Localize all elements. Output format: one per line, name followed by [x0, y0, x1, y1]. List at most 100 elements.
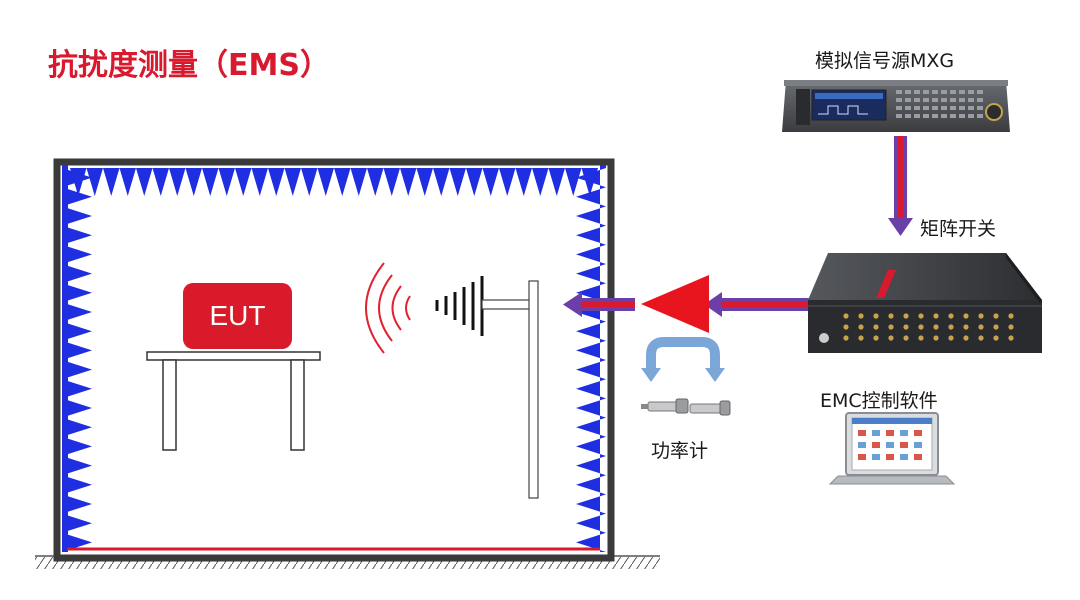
switch-port [918, 335, 924, 341]
switch-port [993, 313, 999, 319]
switch-port [903, 324, 909, 330]
switch-port [993, 324, 999, 330]
keypad-key [914, 90, 920, 94]
keypad-key [923, 98, 929, 102]
keypad-key [950, 98, 956, 102]
keypad-key [914, 98, 920, 102]
absorber-left [62, 165, 92, 552]
keypad-key [905, 98, 911, 102]
absorber-top [70, 168, 598, 196]
emc-software-label: EMC控制软件 [820, 390, 938, 412]
keypad-key [959, 114, 965, 118]
keypad-key [896, 106, 902, 110]
eut-label: EUT [209, 300, 266, 331]
keypad-key [950, 90, 956, 94]
keypad-key [977, 98, 983, 102]
eut-box [183, 283, 292, 349]
switch-port [948, 313, 954, 319]
screen-icon [914, 454, 922, 460]
switch-port [1008, 335, 1014, 341]
keypad-key [959, 106, 965, 110]
keypad-key [923, 114, 929, 118]
keypad-key [932, 98, 938, 102]
screen-icon [872, 430, 880, 436]
keypad-key [977, 106, 983, 110]
switch-port [858, 324, 864, 330]
switch-port [843, 324, 849, 330]
matrix-switch-icon [808, 253, 1042, 353]
absorber-right [576, 165, 606, 552]
keypad-key [959, 90, 965, 94]
keypad-key [914, 114, 920, 118]
switch-port [993, 335, 999, 341]
keypad-key [977, 114, 983, 118]
antenna-icon [435, 276, 539, 499]
keypad-key [959, 98, 965, 102]
keypad-key [905, 90, 911, 94]
laptop-screen-icons [858, 430, 922, 460]
signal-generator-icon [782, 80, 1010, 132]
screen-icon [886, 454, 894, 460]
power-meter-label: 功率计 [651, 440, 709, 462]
keypad-key [932, 106, 938, 110]
keypad-key [968, 114, 974, 118]
screen-icon [872, 442, 880, 448]
anechoic-chamber [53, 158, 615, 562]
power-meter-switch-arrow [641, 337, 725, 382]
switch-port [978, 313, 984, 319]
keypad-key [977, 90, 983, 94]
screen-icon [872, 454, 880, 460]
keypad-key [932, 114, 938, 118]
keypad-key [896, 114, 902, 118]
switch-port [933, 313, 939, 319]
switch-port [918, 313, 924, 319]
switch-port [888, 324, 894, 330]
keypad-key [923, 106, 929, 110]
keypad-key [941, 114, 947, 118]
screen-icon [858, 442, 866, 448]
switch-port [978, 324, 984, 330]
switch-port [903, 335, 909, 341]
switch-port [843, 335, 849, 341]
switch-port [858, 313, 864, 319]
keypad-key [941, 106, 947, 110]
keypad-key [941, 90, 947, 94]
page-title: 抗扰度测量（EMS） [48, 48, 330, 83]
switch-port [933, 324, 939, 330]
screen-icon [858, 454, 866, 460]
keypad-key [896, 98, 902, 102]
switch-port [918, 324, 924, 330]
amplifier-icon [641, 275, 709, 333]
screen-icon [886, 442, 894, 448]
screen-icon [886, 430, 894, 436]
screen-icon [900, 454, 908, 460]
screen-icon [914, 442, 922, 448]
screen-icon [900, 430, 908, 436]
screen-icon [914, 430, 922, 436]
switch-port [903, 313, 909, 319]
power-meter-icon [641, 398, 731, 416]
radiated-waves [365, 262, 411, 354]
switch-port [888, 313, 894, 319]
switch-port [888, 335, 894, 341]
keypad-key [905, 106, 911, 110]
switch-port [978, 335, 984, 341]
switch-ports [843, 313, 1014, 341]
signal-arrow-down [888, 136, 913, 236]
switch-port [963, 313, 969, 319]
keypad-key [905, 114, 911, 118]
switch-port [933, 335, 939, 341]
keypad-key [968, 106, 974, 110]
switch-port [948, 335, 954, 341]
test-table [146, 351, 321, 451]
matrix-switch-label: 矩阵开关 [920, 218, 997, 240]
keypad [896, 90, 983, 118]
keypad-key [968, 98, 974, 102]
switch-port [1008, 313, 1014, 319]
laptop-icon [828, 412, 956, 485]
switch-port [873, 335, 879, 341]
keypad-key [923, 90, 929, 94]
signal-generator-label: 模拟信号源MXG [815, 50, 955, 72]
switch-port [858, 335, 864, 341]
keypad-key [941, 98, 947, 102]
